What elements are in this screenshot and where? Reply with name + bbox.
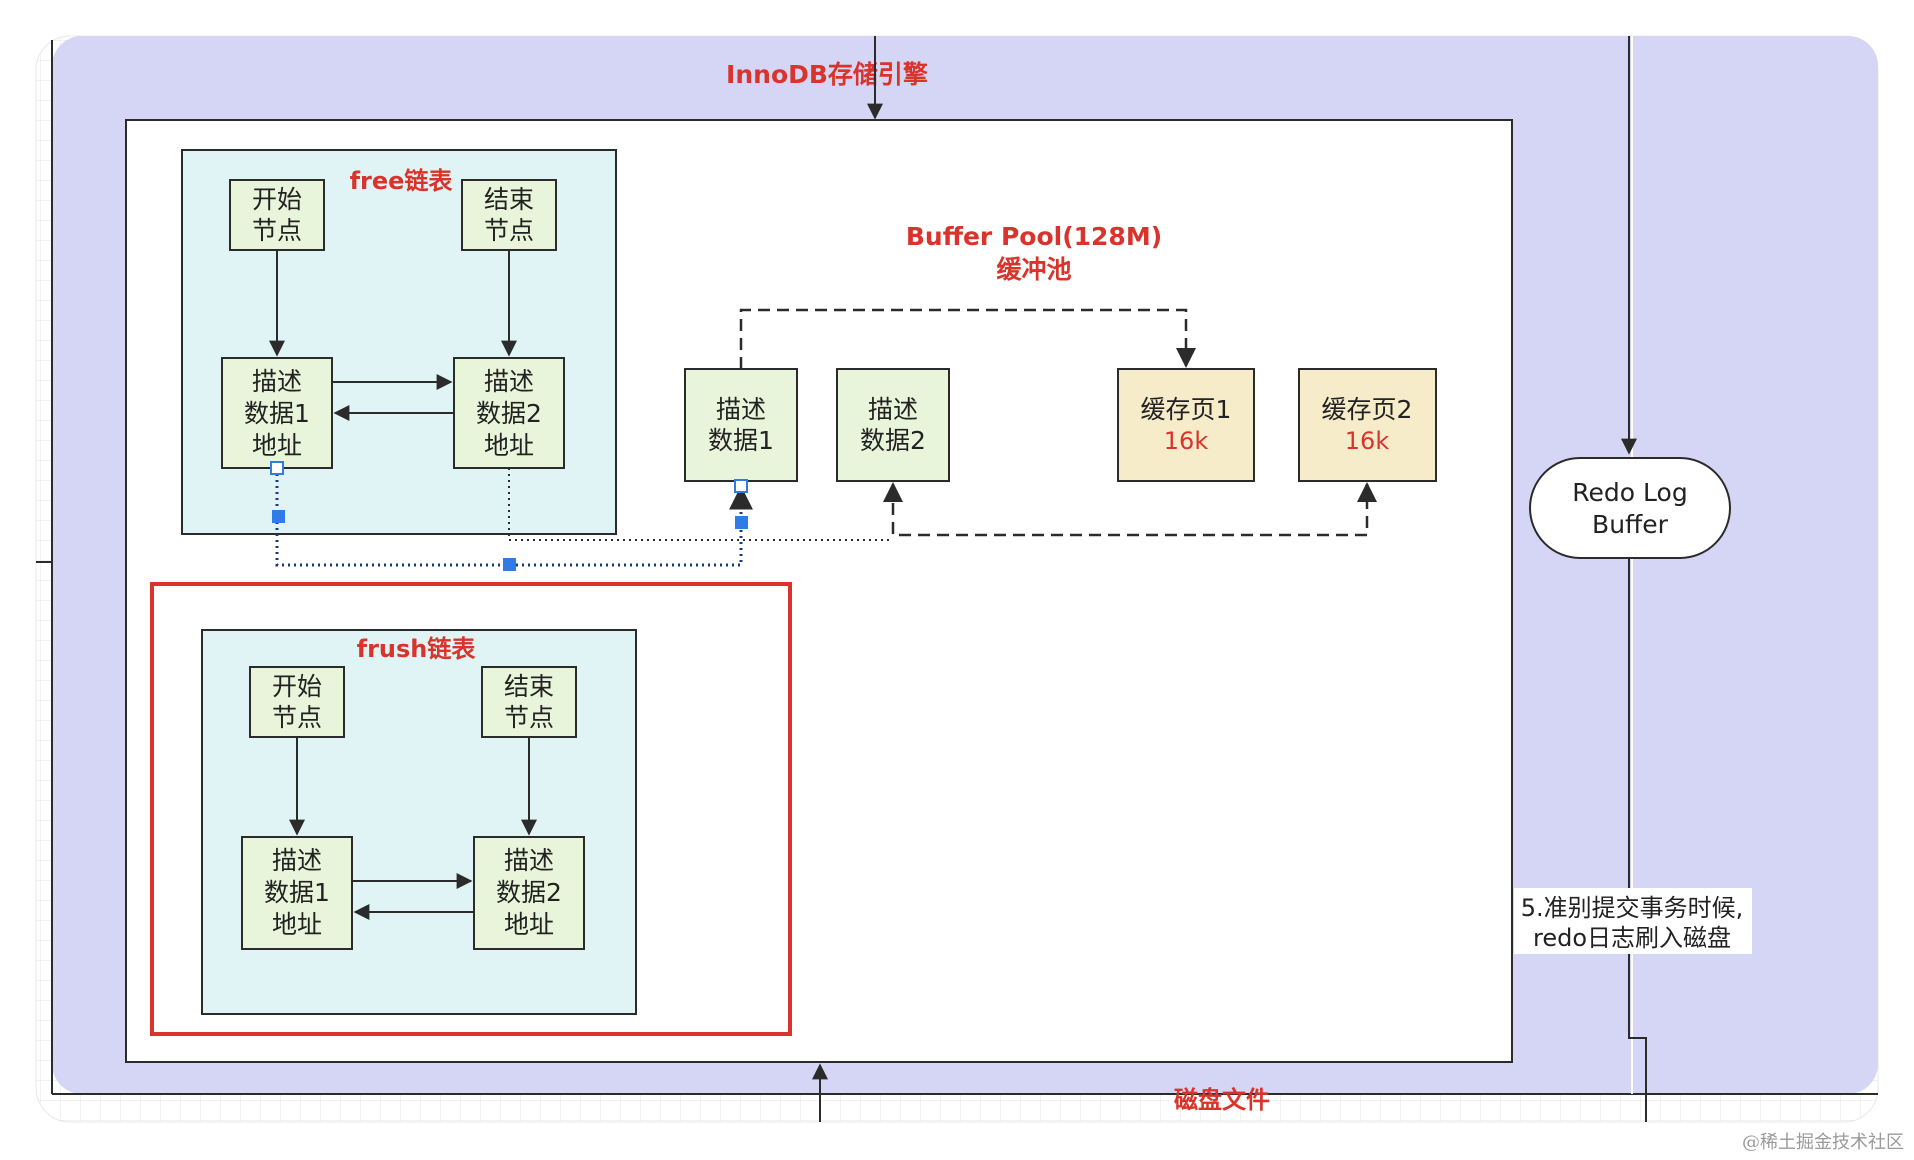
- engine-title: InnoDB存储引擎: [726, 60, 928, 89]
- svg-text:数据2: 数据2: [476, 399, 542, 428]
- cache-page-1: 缓存页1 16k: [1117, 368, 1255, 482]
- svg-text:描述: 描述: [272, 846, 322, 875]
- svg-text:数据1: 数据1: [264, 878, 330, 907]
- flush-list-title: frush链表: [357, 635, 477, 663]
- flush-start-node: 开始 节点: [249, 666, 345, 738]
- svg-text:描述: 描述: [868, 395, 918, 424]
- svg-text:redo日志刷入磁盘: redo日志刷入磁盘: [1533, 924, 1731, 952]
- svg-text:地址: 地址: [252, 431, 302, 460]
- svg-text:节点: 节点: [484, 216, 534, 245]
- svg-text:16k: 16k: [1345, 427, 1390, 455]
- free-desc2-node: 描述 数据2 地址: [453, 357, 565, 469]
- svg-text:结束: 结束: [484, 185, 534, 214]
- svg-text:16k: 16k: [1164, 427, 1209, 455]
- svg-text:结束: 结束: [504, 672, 554, 701]
- redo-log-buffer: Redo Log Buffer: [1529, 457, 1731, 559]
- svg-text:数据1: 数据1: [708, 426, 774, 455]
- flush-end-node: 结束 节点: [481, 666, 577, 738]
- flush-desc1-node: 描述 数据1 地址: [241, 836, 353, 950]
- flush-desc2-node: 描述 数据2 地址: [473, 836, 585, 950]
- svg-text:地址: 地址: [484, 431, 534, 460]
- buffer-pool-title: Buffer Pool(128M): [906, 222, 1162, 251]
- commit-note: 5.准别提交事务时候, redo日志刷入磁盘: [1514, 888, 1752, 954]
- svg-text:开始: 开始: [272, 672, 322, 701]
- free-end-node: 结束 节点: [461, 179, 557, 251]
- svg-text:描述: 描述: [484, 367, 534, 396]
- svg-text:5.准别提交事务时候,: 5.准别提交事务时候,: [1521, 894, 1744, 922]
- buffer-pool-subtitle: 缓冲池: [996, 255, 1071, 284]
- pool-desc1-node: 描述 数据1: [684, 368, 798, 482]
- free-desc1-node: 描述 数据1 地址: [221, 357, 333, 469]
- connector-handles: [270, 461, 748, 571]
- svg-text:开始: 开始: [252, 185, 302, 214]
- svg-text:数据2: 数据2: [860, 426, 926, 455]
- svg-text:描述: 描述: [252, 367, 302, 396]
- svg-text:节点: 节点: [272, 703, 322, 732]
- flush-highlight-box: [150, 582, 792, 1036]
- svg-text:描述: 描述: [716, 395, 766, 424]
- svg-text:Redo Log: Redo Log: [1572, 478, 1687, 507]
- svg-text:节点: 节点: [252, 216, 302, 245]
- svg-text:描述: 描述: [504, 846, 554, 875]
- free-list-title: free链表: [350, 167, 454, 195]
- free-start-node: 开始 节点: [229, 179, 325, 251]
- cache-page-2: 缓存页2 16k: [1298, 368, 1437, 482]
- disk-label: 磁盘文件: [1174, 1086, 1270, 1114]
- svg-text:数据1: 数据1: [244, 399, 310, 428]
- svg-text:数据2: 数据2: [496, 878, 562, 907]
- svg-text:地址: 地址: [272, 910, 322, 939]
- watermark: @稀土掘金技术社区: [1742, 1132, 1904, 1153]
- svg-text:节点: 节点: [504, 703, 554, 732]
- svg-text:地址: 地址: [504, 910, 554, 939]
- svg-text:缓存页2: 缓存页2: [1322, 395, 1413, 424]
- svg-text:Buffer: Buffer: [1592, 510, 1669, 539]
- pool-desc2-node: 描述 数据2: [836, 368, 950, 482]
- svg-text:缓存页1: 缓存页1: [1141, 395, 1232, 424]
